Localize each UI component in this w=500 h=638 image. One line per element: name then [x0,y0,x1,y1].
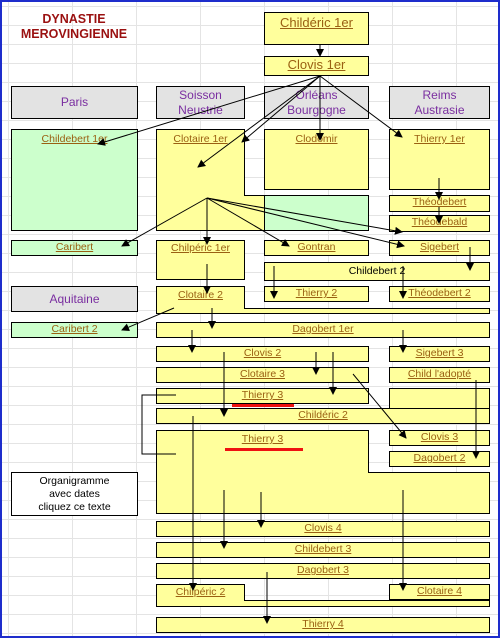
king-child-adopte: Child l'adopté [389,367,490,383]
link-chilperic-2[interactable]: Chilpéric 2 [175,586,226,598]
link-child-adopte[interactable]: Child l'adopté [407,368,472,380]
clotaire-2-extension [244,308,490,314]
king-clovis-1er: Clovis 1er [264,56,369,76]
arrow-clotaire3-clovis3 [352,373,407,439]
arrow-clotaire-sigebert [206,197,405,249]
king-clovis-4: Clovis 4 [156,521,490,537]
link-dagobert-1er[interactable]: Dagobert 1er [292,323,354,335]
link-thierry-1er[interactable]: Thierry 1er [414,133,465,145]
king-sigebert-3: Sigebert 3 [389,346,490,362]
king-theodebert-2: Théodebert 2 [389,286,490,302]
link-childeric-1er[interactable]: Childéric 1er [280,15,353,30]
king-clotaire-1er: Clotaire 1er [156,129,245,231]
arrow-clovis-childebert [97,75,321,146]
link-clovis-3[interactable]: Clovis 3 [420,431,459,443]
kingdom-reims-austrasie: Reims Austrasie [389,86,490,119]
arrow-clovis-thierry [319,75,403,138]
king-caribert: Caribert [11,240,138,256]
king-gontran: Gontran [264,240,369,256]
arrow-clotaire2-caribert2 [121,307,175,331]
arrow-clovis-clotaire [197,75,321,168]
king-dagobert-2: Dagobert 2 [389,451,490,467]
link-thierry-3-a[interactable]: Thierry 3 [241,389,284,401]
link-clovis-4[interactable]: Clovis 4 [304,522,342,534]
link-thierry-2[interactable]: Thierry 2 [295,287,338,299]
link-childeric-2[interactable]: Childéric 2 [298,409,348,421]
link-dagobert-3[interactable]: Dagobert 3 [297,564,349,576]
king-chilperic-1er: Chilpéric 1er [156,240,245,280]
king-caribert-2: Caribert 2 [11,322,138,338]
link-clotaire-4[interactable]: Clotaire 4 [417,585,462,597]
link-thierry-3-b[interactable]: Thierry 3 [241,433,284,445]
king-theodebert: Théodebert [389,195,490,212]
bracket-thierry3 [141,394,176,455]
king-thierry-3-b: Thierry 3 [156,430,369,514]
king-childebert-3: Childebert 3 [156,542,490,558]
link-chilperic-1er[interactable]: Chilpéric 1er [171,242,230,254]
king-childeric-2: Childéric 2 [156,408,490,424]
king-thierry-4: Thierry 4 [156,617,490,633]
link-dagobert-2[interactable]: Dagobert 2 [413,452,466,464]
arrow-clotaire-sigebert-2 [206,197,403,235]
king-chilperic-2: Chilpéric 2 [156,584,245,607]
link-clotaire-1er[interactable]: Clotaire 1er [173,133,228,145]
diagram-title: DYNASTIE MEROVINGIENNE [20,12,128,41]
link-theodebert[interactable]: Théodebert [412,196,467,208]
orgchart-link-text[interactable]: Organigramme avec dates cliquez ce texte [38,474,111,513]
king-dagobert-1er: Dagobert 1er [156,322,490,338]
king-thierry-2: Thierry 2 [264,286,369,302]
arrow-clovis-clotaire-2nd [241,75,321,143]
link-clotaire-3[interactable]: Clotaire 3 [240,368,285,380]
link-thierry-4[interactable]: Thierry 4 [302,618,344,630]
king-sigebert: Sigebert [389,240,490,256]
kingdom-paris: Paris [11,86,138,119]
link-sigebert-3[interactable]: Sigebert 3 [415,347,464,359]
link-clotaire-2[interactable]: Clotaire 2 [178,289,223,301]
link-sigebert[interactable]: Sigebert [419,241,460,253]
link-clovis-2[interactable]: Clovis 2 [243,347,282,359]
link-gontran[interactable]: Gontran [297,241,336,253]
chilperic-2-extension [244,600,490,607]
kingdom-orleans-bourgogne: Orléans Bourgogne [264,86,369,119]
arrow-clotaire-gontran [206,197,290,247]
highlight-underline-thierry-3-a [232,404,294,407]
king-childebert-2: Childebert 2 [264,262,490,281]
link-caribert-2[interactable]: Caribert 2 [51,323,98,335]
highlight-underline-thierry-3-b [225,448,303,451]
arrow-clotaire-caribert [121,197,208,247]
thierry-3-extension [368,472,490,514]
link-childebert-2[interactable]: Childebert 2 [348,265,406,277]
kingdom-aquitaine: Aquitaine [11,286,138,312]
king-childebert-1er: Childebert 1er [11,129,138,231]
kingdom-soisson-neustrie: Soisson Neustrie [156,86,245,119]
clotaire-1er-extension [244,195,265,231]
king-thierry-3-a: Thierry 3 [156,388,369,404]
king-dagobert-3: Dagobert 3 [156,563,490,579]
link-childebert-1er[interactable]: Childebert 1er [41,133,108,145]
king-clovis-3: Clovis 3 [389,430,490,446]
link-clovis-1er[interactable]: Clovis 1er [287,57,346,72]
link-caribert[interactable]: Caribert [55,241,94,253]
king-clotaire-4: Clotaire 4 [389,584,490,600]
link-childebert-3[interactable]: Childebert 3 [294,543,352,555]
king-childeric-1er: Childéric 1er [264,12,369,45]
link-theodebert-2[interactable]: Théodebert 2 [408,287,471,299]
orgchart-link[interactable]: Organigramme avec dates cliquez ce texte [11,472,138,516]
